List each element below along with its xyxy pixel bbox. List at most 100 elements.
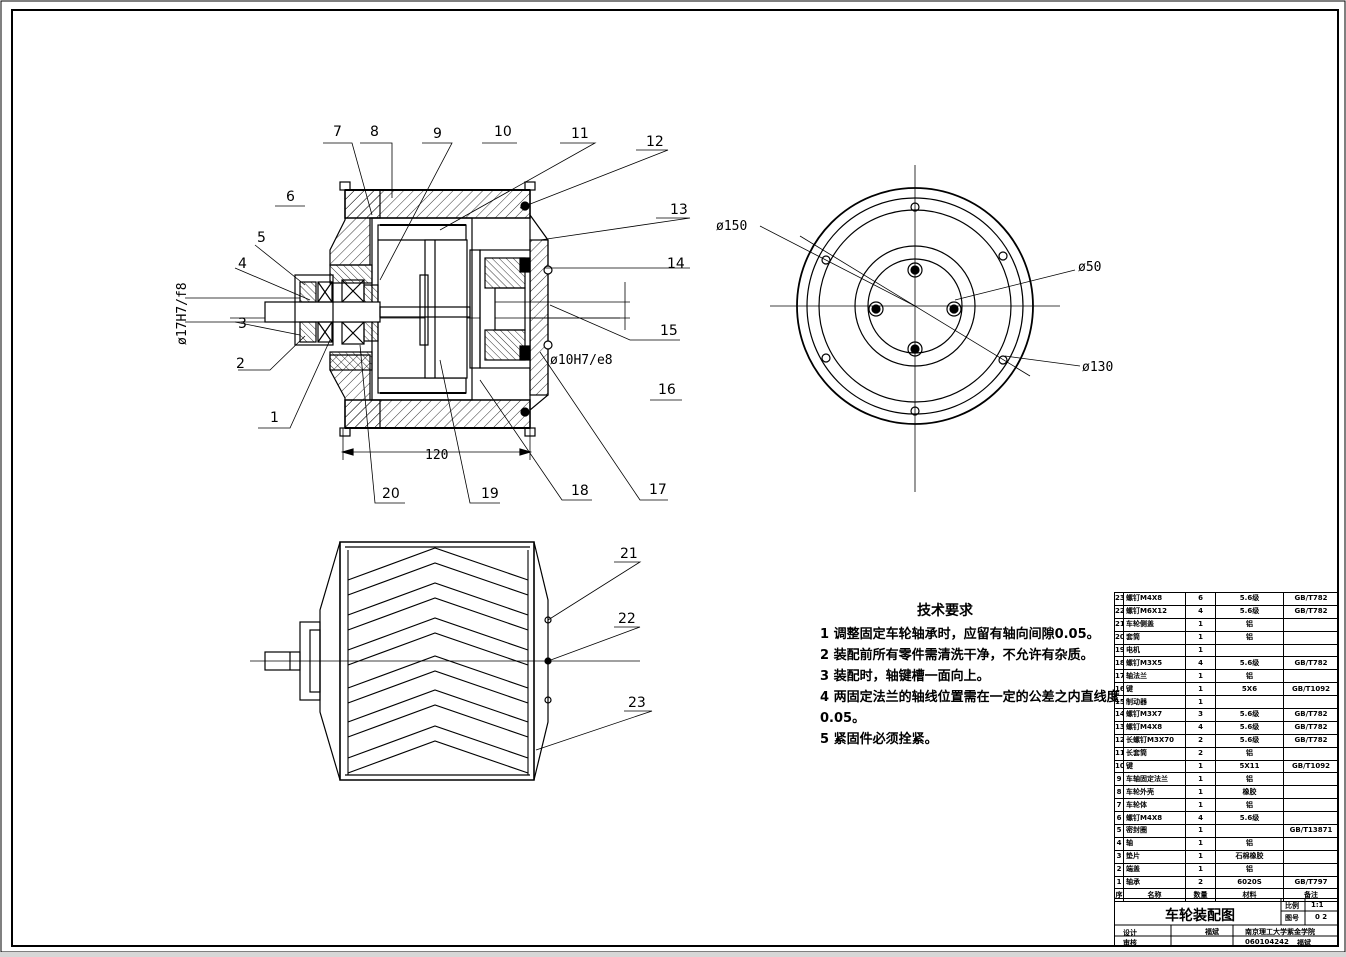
parts-list: 23螺钉M4X865.6级GB/T78222螺钉M6X1245.6级GB/T78…: [1114, 592, 1339, 903]
bom-name: 轴: [1123, 836, 1186, 851]
drawing-title: 车轮装配图: [1165, 908, 1235, 924]
bom-name: 车轮侧盖: [1123, 617, 1186, 632]
bom-qty: 1: [1185, 785, 1216, 800]
bom-remark: [1283, 785, 1339, 800]
bom-remark: [1283, 862, 1339, 877]
balloon-3: 3: [238, 316, 247, 332]
bom-material: [1215, 824, 1284, 838]
bom-material: 铝: [1215, 772, 1284, 787]
bom-name: 轴法兰: [1123, 669, 1186, 684]
note-line: 1 调整固定车轮轴承时，应留有轴向间隙0.05。: [820, 627, 1100, 642]
bom-qty: 1: [1185, 798, 1216, 813]
bom-remark: [1283, 630, 1339, 645]
balloon-14: 14: [667, 256, 685, 272]
bom-qty: 4: [1185, 720, 1216, 735]
bom-qty: 1: [1185, 669, 1216, 684]
bom-material: 5.6级: [1215, 720, 1284, 735]
balloon-6: 6: [286, 189, 295, 205]
bom-name: 端盖: [1123, 862, 1186, 877]
exterior-view: [250, 541, 653, 781]
note-line: 0.05。: [820, 711, 866, 726]
bom-material: 5.6级: [1215, 708, 1284, 722]
bom-no: 2: [1114, 862, 1124, 877]
bom-material: 铝: [1215, 836, 1284, 851]
dim-length: 120: [425, 448, 448, 463]
balloon-5: 5: [257, 230, 266, 246]
end-view: [759, 165, 1081, 492]
bom-material: 石棉橡胶: [1215, 849, 1284, 864]
bom-material: 5.6级: [1215, 811, 1284, 826]
bom-no: 16: [1114, 682, 1124, 697]
bom-row: 21车轮侧盖1铝: [1114, 617, 1339, 632]
bom-material: [1215, 643, 1284, 658]
bom-remark: GB/T782: [1283, 592, 1339, 606]
balloon-18: 18: [571, 483, 589, 499]
bom-name: 螺钉M3X7: [1123, 708, 1186, 722]
bom-no: 4: [1114, 836, 1124, 851]
bom-no: 5: [1114, 824, 1124, 838]
bom-qty: 1: [1185, 862, 1216, 877]
bom-remark: GB/T782: [1283, 720, 1339, 735]
bom-no: 3: [1114, 849, 1124, 864]
school: 南京理工大学紫金学院: [1245, 928, 1315, 936]
balloon-13: 13: [670, 202, 688, 218]
bom-name: 套筒: [1123, 630, 1186, 645]
bom-name: 螺钉M4X8: [1123, 811, 1186, 826]
bom-material: 铝: [1215, 630, 1284, 645]
dim-d150: ø150: [716, 219, 747, 234]
dim-hole-fit: ø10H7/e8: [550, 353, 613, 368]
student-id: 060104242: [1245, 938, 1289, 946]
balloon-17: 17: [649, 482, 667, 498]
bom-remark: [1283, 798, 1339, 813]
bom-qty: 2: [1185, 746, 1216, 761]
bom-remark: GB/T1092: [1283, 682, 1339, 697]
balloon-15: 15: [660, 323, 678, 339]
bom-name: 车轮体: [1123, 798, 1186, 813]
student-name: 福斌: [1297, 939, 1311, 947]
balloon-4: 4: [238, 256, 247, 272]
bom-name: 车轮外壳: [1123, 785, 1186, 800]
bom-row: 17轴法兰1铝: [1114, 669, 1339, 684]
bom-name: 长螺钉M3X70: [1123, 733, 1186, 748]
bom-material: [1215, 695, 1284, 710]
dim-d130: ø130: [1082, 360, 1113, 375]
bom-row: 16键15X6GB/T1092: [1114, 682, 1339, 697]
technical-notes: 技术要求 1 调整固定车轮轴承时，应留有轴向间隙0.05。 2 装配前所有零件需…: [820, 600, 1120, 750]
bom-remark: [1283, 669, 1339, 684]
bom-no: 14: [1114, 708, 1124, 722]
bom-remark: GB/T1092: [1283, 759, 1339, 774]
bom-name: 制动器: [1123, 695, 1186, 710]
bom-row: 20套筒1铝: [1114, 630, 1339, 645]
bom-material: 橡胶: [1215, 785, 1284, 800]
note-line: 5 紧固件必须拴紧。: [820, 732, 938, 747]
bom-name: 轴承: [1123, 875, 1186, 890]
bom-material: 铝: [1215, 798, 1284, 813]
window-scrollbar[interactable]: [0, 952, 1346, 957]
bom-name: 螺钉M6X12: [1123, 604, 1186, 619]
bom-no: 6: [1114, 811, 1124, 826]
balloon-9: 9: [433, 126, 442, 142]
bom-remark: [1283, 746, 1339, 761]
title-block: 车轮装配图 比例 1:1 图号 0 2 设计 福斌 审核 南京理工大学紫金学院 …: [1114, 898, 1339, 947]
bom-remark: GB/T782: [1283, 604, 1339, 619]
bom-row: 19电机1: [1114, 643, 1339, 658]
bom-qty: 3: [1185, 708, 1216, 722]
notes-title: 技术要求: [917, 603, 973, 619]
bom-no: 7: [1114, 798, 1124, 813]
balloon-10: 10: [494, 124, 512, 140]
bom-no: 1: [1114, 875, 1124, 890]
bom-remark: GB/T782: [1283, 656, 1339, 671]
bom-no: 11: [1114, 746, 1124, 761]
bom-qty: 4: [1185, 656, 1216, 671]
